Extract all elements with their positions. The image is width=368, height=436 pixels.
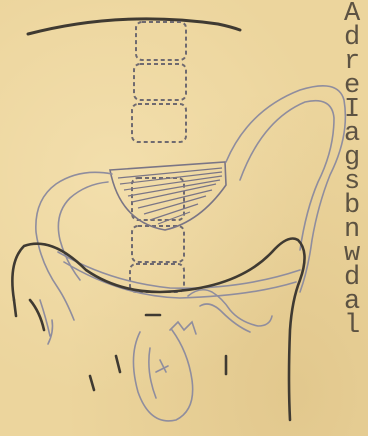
top-curve-line (28, 19, 240, 34)
vertebra (132, 226, 184, 262)
hatched-wedge (110, 162, 226, 230)
vertebra (132, 104, 186, 142)
typed-letter: l (344, 314, 368, 338)
dashed-vertebrae (130, 22, 186, 292)
pencil-pelvis-outline (36, 86, 346, 421)
vertebra (136, 22, 186, 60)
vertebra (134, 64, 186, 100)
ink-pelvis-outline (12, 239, 304, 421)
margin-typed-text: A d r e I a g s b n w d a l (344, 2, 368, 436)
